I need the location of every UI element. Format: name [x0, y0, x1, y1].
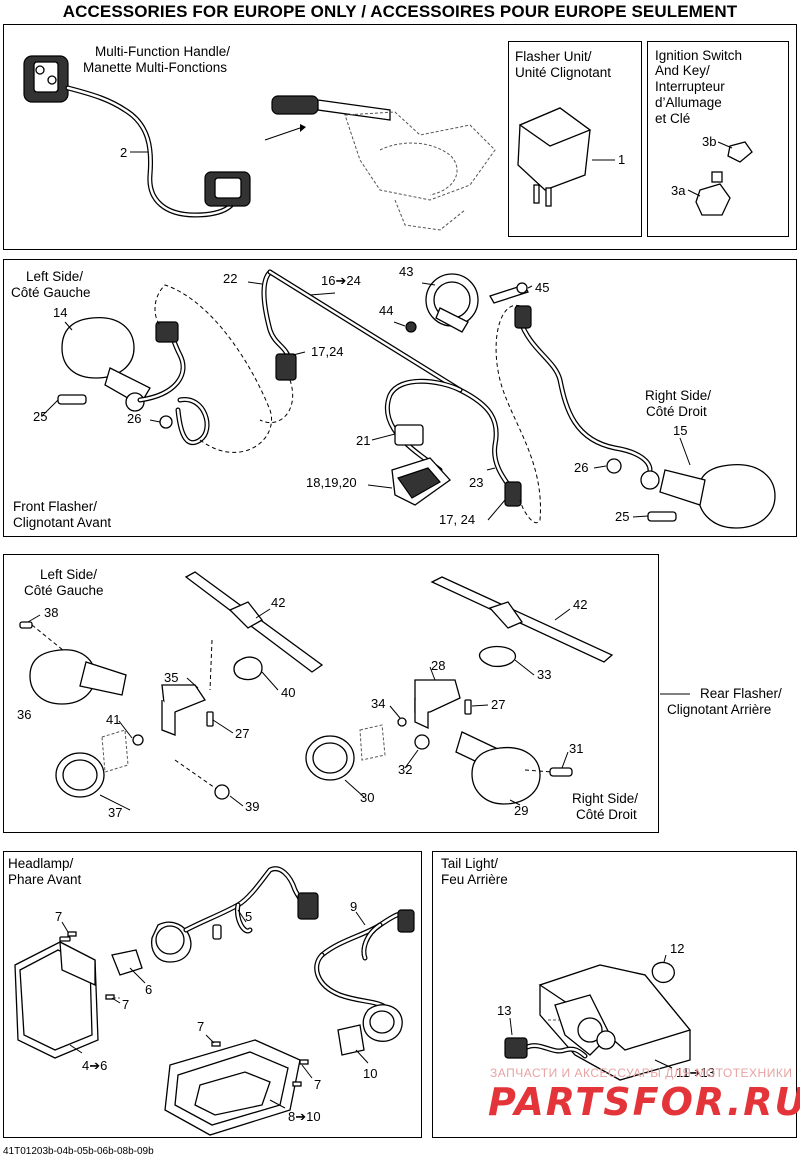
callout-37: 37 — [108, 805, 123, 820]
callout-23: 23 — [469, 475, 484, 490]
panel-rear-flasher — [3, 554, 659, 833]
front-flasher-label-fr: Clignotant Avant — [13, 515, 112, 530]
callout-7-b: 7 — [122, 997, 130, 1012]
panel-ignition — [647, 41, 789, 237]
callout-2: 2 — [120, 145, 128, 160]
front-flasher-drawing — [41, 269, 776, 529]
callout-43: 43 — [399, 264, 414, 279]
flasher-unit-drawing — [517, 107, 615, 207]
callout-11-13: 11➔13 — [676, 1065, 715, 1080]
callout-42-right: 42 — [573, 597, 588, 612]
callout-17-24-b: 17, 24 — [439, 512, 476, 527]
rear-right-side-label: Right Side/ — [572, 791, 639, 806]
callout-27-right: 27 — [491, 697, 506, 712]
callout-7-a: 7 — [55, 909, 63, 924]
callout-33: 33 — [537, 667, 552, 682]
front-right-side-label-fr: Côté Droit — [646, 404, 707, 419]
callout-8-10: 8➔10 — [288, 1109, 321, 1124]
panel-headlamp — [3, 851, 422, 1138]
callout-25-right: 25 — [615, 509, 630, 524]
page-title: ACCESSORIES FOR EUROPE ONLY / ACCESSOIRE… — [62, 2, 738, 21]
flasher-unit-label: Flasher Unit/ — [515, 49, 592, 64]
callout-15: 15 — [673, 423, 688, 438]
callout-41: 41 — [106, 712, 121, 727]
multi-function-handle-label-fr: Manette Multi-Fonctions — [83, 60, 228, 75]
callout-27-left: 27 — [235, 726, 250, 741]
callout-32: 32 — [398, 762, 413, 777]
callout-28: 28 — [431, 658, 446, 673]
rear-left-side-label: Left Side/ — [40, 567, 98, 582]
ignition-label-1: Ignition Switch — [655, 48, 743, 63]
multi-function-handle-label: Multi-Function Handle/ — [95, 44, 231, 59]
watermark-tagline: ЗАПЧАСТИ И АКСЕССУАРЫ ДЛЯ МОТОТЕХНИКИ — [490, 1066, 793, 1080]
callout-26-left: 26 — [127, 411, 142, 426]
callout-6: 6 — [145, 982, 153, 997]
ignition-switch-drawing — [687, 141, 753, 216]
callout-22: 22 — [223, 271, 238, 286]
panel-top — [3, 24, 797, 250]
callout-14: 14 — [53, 305, 68, 320]
headlamp-label-fr: Phare Avant — [8, 872, 82, 887]
callout-31: 31 — [569, 741, 584, 756]
multi-function-handle-drawing — [23, 55, 496, 231]
figure-code: 41T01203b-04b-05b-06b-08b-09b — [3, 1146, 154, 1157]
ignition-label-3: Interrupteur — [655, 79, 725, 94]
callout-36: 36 — [17, 707, 32, 722]
panel-flasher-unit — [508, 41, 642, 237]
callout-44: 44 — [379, 303, 394, 318]
callout-7-c: 7 — [197, 1019, 205, 1034]
callout-16-24: 16➔24 — [321, 273, 361, 288]
callout-25-left: 25 — [33, 409, 48, 424]
headlamp-label: Headlamp/ — [8, 856, 74, 871]
rear-right-side-label-fr: Côté Droit — [576, 807, 637, 822]
flasher-unit-label-fr: Unité Clignotant — [515, 65, 612, 80]
callout-29: 29 — [514, 803, 529, 818]
front-left-side-label: Left Side/ — [26, 269, 84, 284]
rear-flasher-drawing — [19, 571, 690, 811]
ignition-label-4: d’Allumage — [655, 95, 722, 110]
callout-17-24-a: 17,24 — [311, 344, 344, 359]
rear-flasher-label: Rear Flasher/ — [700, 686, 782, 701]
callout-40: 40 — [281, 685, 296, 700]
callout-21: 21 — [356, 433, 371, 448]
callout-45: 45 — [535, 280, 550, 295]
front-right-side-label: Right Side/ — [645, 388, 712, 403]
callout-4-6: 4➔6 — [82, 1058, 108, 1073]
callout-35: 35 — [164, 670, 179, 685]
headlamp-drawing — [14, 866, 415, 1136]
callout-9: 9 — [350, 899, 358, 914]
watermark-logo: PARTSFOR.RU — [488, 1080, 800, 1124]
ignition-label-5: et Clé — [655, 111, 691, 126]
callout-34: 34 — [371, 696, 386, 711]
callout-18-19-20: 18,19,20 — [306, 475, 357, 490]
tail-light-label-fr: Feu Arrière — [441, 872, 508, 887]
front-left-side-label-fr: Côté Gauche — [11, 285, 91, 300]
callout-26-right: 26 — [574, 460, 589, 475]
callout-12: 12 — [670, 941, 685, 956]
callout-10: 10 — [363, 1066, 378, 1081]
panel-tail-light — [432, 851, 797, 1138]
callout-30: 30 — [360, 790, 375, 805]
rear-flasher-label-fr: Clignotant Arrière — [667, 702, 772, 717]
rear-left-side-label-fr: Côté Gauche — [24, 583, 104, 598]
callout-1: 1 — [618, 152, 626, 167]
callout-7-d: 7 — [314, 1077, 322, 1092]
callout-39: 39 — [245, 799, 260, 814]
callout-5: 5 — [245, 909, 253, 924]
callout-38: 38 — [44, 605, 59, 620]
front-flasher-label: Front Flasher/ — [13, 499, 98, 514]
callout-13: 13 — [497, 1003, 512, 1018]
tail-light-label: Tail Light/ — [441, 856, 499, 871]
callout-3a: 3a — [671, 183, 686, 198]
ignition-label-2: And Key/ — [655, 63, 710, 78]
callout-42-left: 42 — [271, 595, 286, 610]
callout-3b: 3b — [702, 134, 717, 149]
panel-front-flasher — [3, 259, 797, 537]
tail-light-drawing — [504, 954, 692, 1081]
